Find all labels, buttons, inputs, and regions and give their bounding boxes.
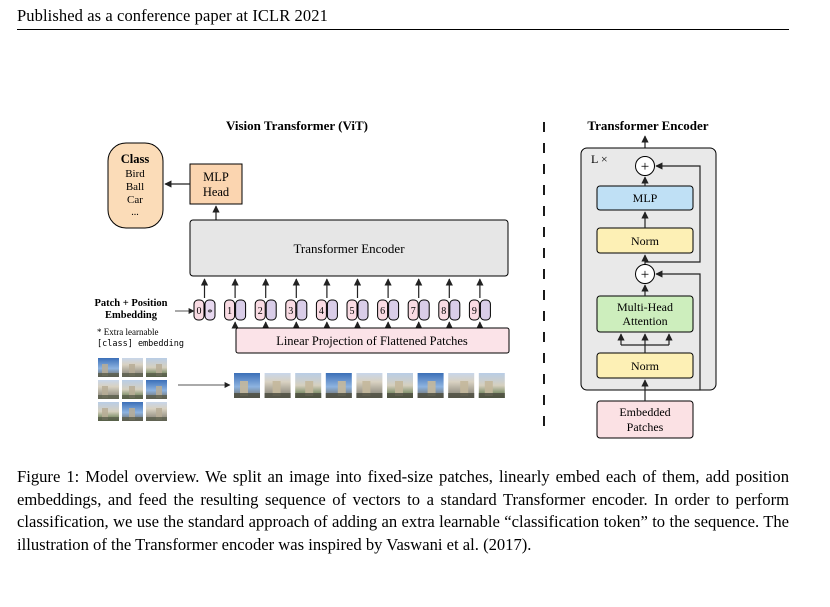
flattened-patch-7 <box>417 373 444 398</box>
plus-top-symbol: + <box>641 159 649 175</box>
position-index: 1 <box>227 306 232 317</box>
flattened-patch-5 <box>356 373 383 398</box>
class-output-box: Class Bird Ball Car ... <box>107 142 164 229</box>
encoder-mlp-label: MLP <box>633 191 658 205</box>
mlp-head-line1: MLP <box>203 170 229 184</box>
transformer-encoder-box: Transformer Encoder <box>189 219 509 277</box>
encoder-detail-arrows <box>617 162 701 401</box>
image-tile-6 <box>146 380 167 399</box>
image-tile-7 <box>98 402 119 421</box>
position-index: 3 <box>288 306 293 317</box>
token-9: 9 <box>468 278 491 329</box>
encoder-mlp-box: MLP <box>596 185 694 211</box>
position-index: 8 <box>441 306 446 317</box>
extra-note-line1: * Extra learnable <box>97 327 158 337</box>
flattened-patch-row <box>234 373 505 398</box>
multi-head-attention-box: Multi-Head Attention <box>596 295 694 333</box>
class-title: Class <box>121 152 150 166</box>
token-8: 8 <box>438 278 461 329</box>
embedded-patches-box: Embedded Patches <box>596 400 694 439</box>
figure-caption: Figure 1: Model overview. We split an im… <box>17 466 789 556</box>
token-6: 6 <box>377 278 400 329</box>
transformer-encoder-label: Transformer Encoder <box>293 241 405 256</box>
class-item-ball: Ball <box>126 181 144 193</box>
class-item-car: Car <box>127 194 143 206</box>
image-tile-9 <box>146 402 167 421</box>
header-rule <box>17 29 789 30</box>
class-token-marker: * <box>207 307 213 319</box>
residual-add-top: + <box>635 156 655 176</box>
position-index: 2 <box>258 306 263 317</box>
encoder-norm-top-box: Norm <box>596 227 694 254</box>
image-tile-1 <box>98 358 119 377</box>
encoder-norm-bottom-box: Norm <box>596 352 694 379</box>
page-header: Published as a conference paper at ICLR … <box>17 6 328 25</box>
caption-text: Figure 1: Model overview. We split an im… <box>17 467 789 554</box>
image-tile-3 <box>146 358 167 377</box>
repeat-label: L × <box>591 152 608 166</box>
linear-projection-box: Linear Projection of Flattened Patches <box>235 327 510 354</box>
position-index: 5 <box>350 306 355 317</box>
encoder-norm-bottom-label: Norm <box>631 359 660 373</box>
image-tile-4 <box>98 380 119 399</box>
token-2: 2 <box>254 278 277 329</box>
class-item-more: ... <box>131 207 139 218</box>
flattened-patch-1 <box>234 373 260 398</box>
flattened-patch-4 <box>325 373 352 398</box>
flattened-patch-9 <box>478 373 505 398</box>
position-index: 4 <box>319 306 324 317</box>
position-index: 9 <box>472 306 477 317</box>
patch-position-label-line2: Embedding <box>105 310 158 321</box>
image-tile-2 <box>122 358 143 377</box>
input-image-grid <box>98 358 167 421</box>
mlp-head-box: MLP Head <box>189 163 243 205</box>
token-1: 1 <box>224 278 247 329</box>
patch-position-label-line1: Patch + Position <box>94 298 167 309</box>
position-index: 0 <box>197 306 202 317</box>
encoder-norm-top-label: Norm <box>631 234 660 248</box>
embedded-patches-line1: Embedded <box>619 405 670 419</box>
mha-line2: Attention <box>622 314 667 328</box>
residual-add-mid: + <box>635 264 655 284</box>
token-4: 4 <box>315 278 338 329</box>
class-item-bird: Bird <box>125 168 145 180</box>
token-3: 3 <box>285 278 308 329</box>
plus-mid-symbol: + <box>641 267 649 283</box>
position-index: 7 <box>411 306 416 317</box>
token-0: 0* <box>193 278 216 321</box>
image-tile-5 <box>122 380 143 399</box>
vit-title: Vision Transformer (ViT) <box>226 118 368 133</box>
flattened-patch-8 <box>448 373 475 398</box>
flattened-patch-2 <box>264 373 291 398</box>
image-tile-8 <box>122 402 143 421</box>
mha-line1: Multi-Head <box>617 300 673 314</box>
position-index: 6 <box>380 306 385 317</box>
vit-figure: Vision Transformer (ViT) Class Bird Ball… <box>94 118 717 439</box>
flattened-patch-6 <box>387 373 413 398</box>
token-5: 5 <box>346 278 369 329</box>
mlp-head-line2: Head <box>203 185 230 199</box>
token-7: 7 <box>407 278 430 329</box>
embedded-patches-line2: Patches <box>627 420 664 434</box>
linear-projection-label: Linear Projection of Flattened Patches <box>276 334 468 348</box>
extra-note-line2: [class] embedding <box>97 339 184 349</box>
encoder-detail-title: Transformer Encoder <box>587 118 708 133</box>
flattened-patch-3 <box>295 373 322 398</box>
